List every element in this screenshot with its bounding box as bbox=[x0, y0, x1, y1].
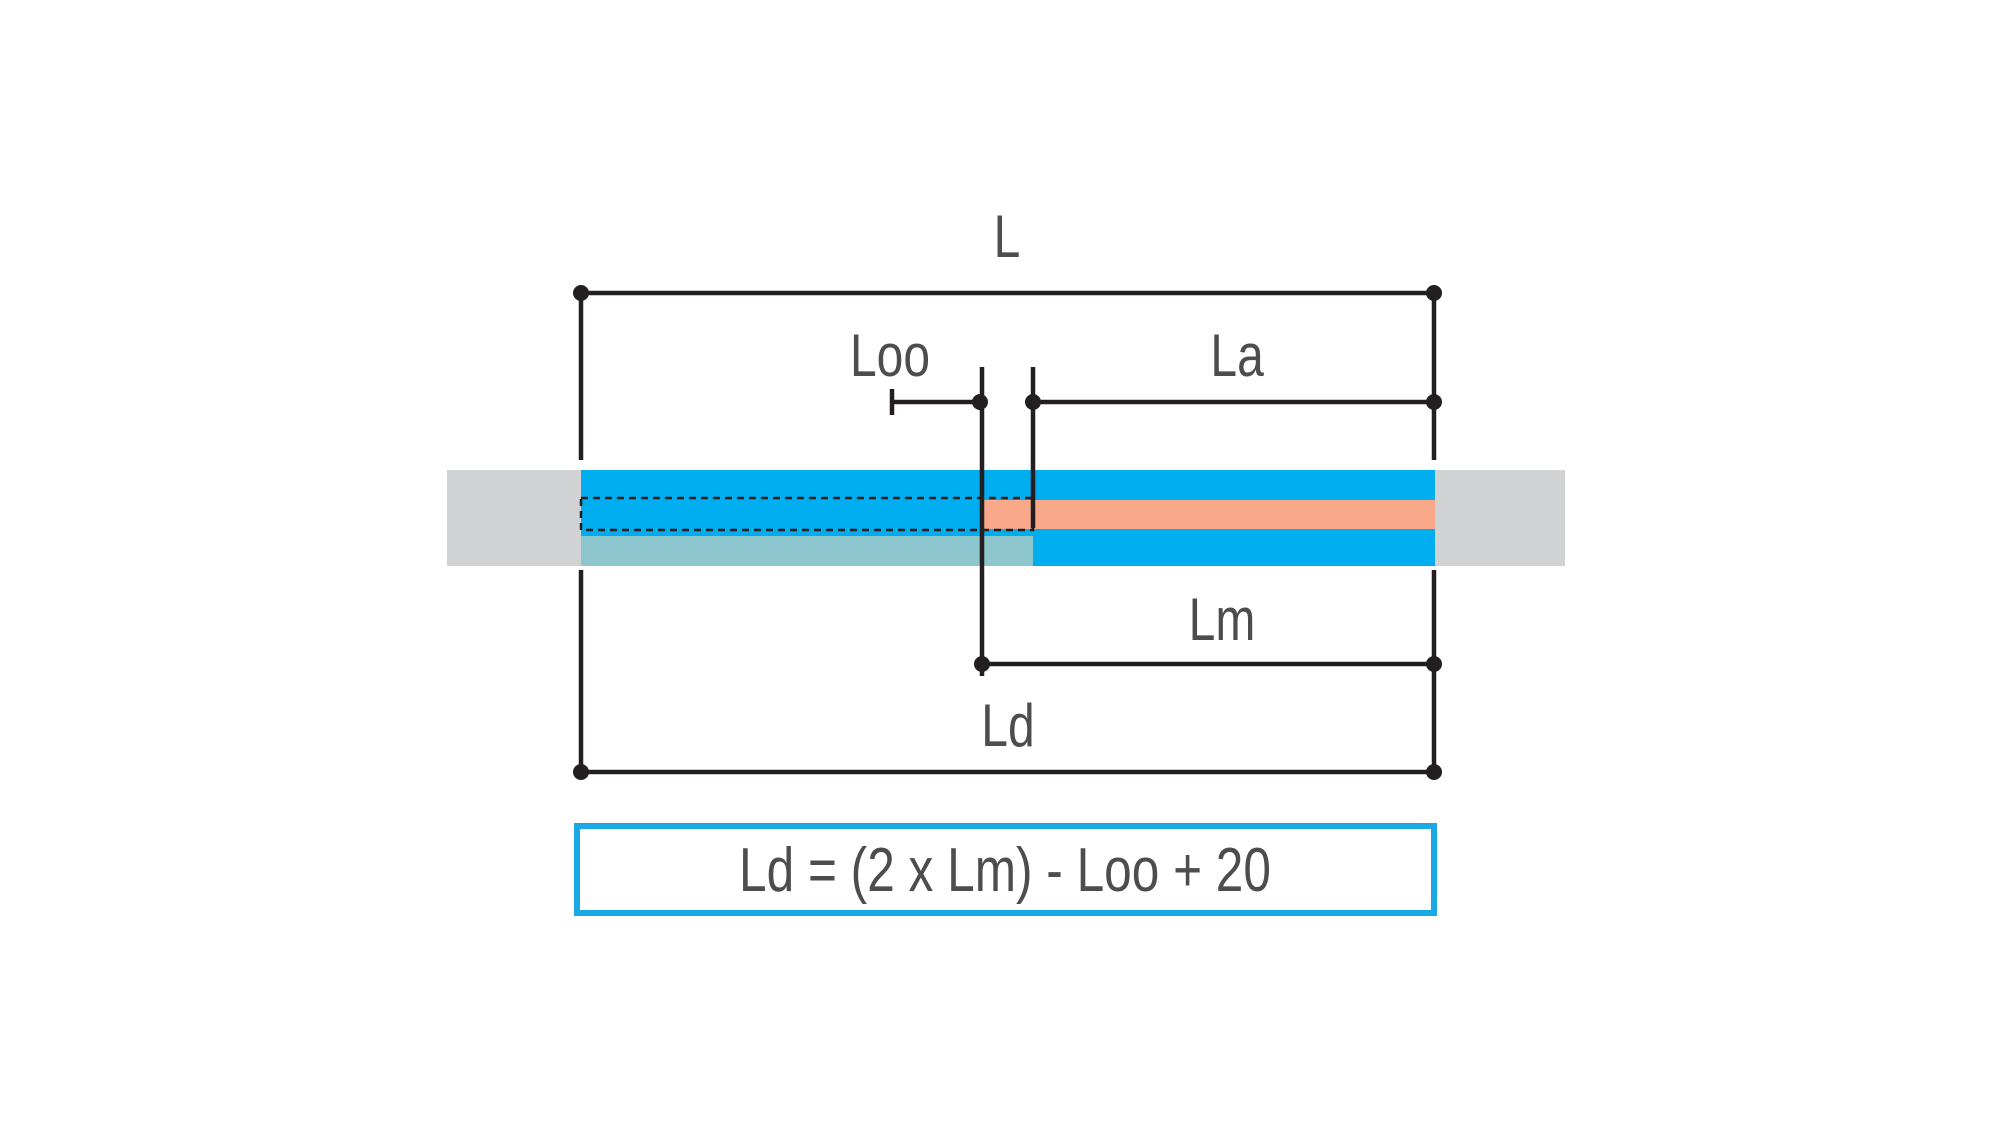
dimension-L bbox=[573, 285, 1442, 460]
label-Loo: Loo bbox=[850, 322, 930, 389]
formula-text: Ld = (2 x Lm) - Loo + 20 bbox=[739, 835, 1271, 905]
label-Ld: Ld bbox=[981, 692, 1034, 759]
dimension-Loo bbox=[889, 367, 988, 676]
dimension-La bbox=[1025, 367, 1442, 528]
overlap-strip bbox=[581, 536, 1033, 566]
dimension-Lm bbox=[974, 570, 1442, 772]
right-wall bbox=[1435, 470, 1565, 566]
insert-strip bbox=[982, 500, 1435, 529]
label-Lm: Lm bbox=[1189, 586, 1256, 653]
left-wall bbox=[447, 470, 581, 566]
dimension-Ld bbox=[573, 570, 1442, 780]
label-La: La bbox=[1210, 322, 1264, 389]
formula-box bbox=[574, 823, 1437, 916]
label-L: L bbox=[994, 203, 1021, 270]
